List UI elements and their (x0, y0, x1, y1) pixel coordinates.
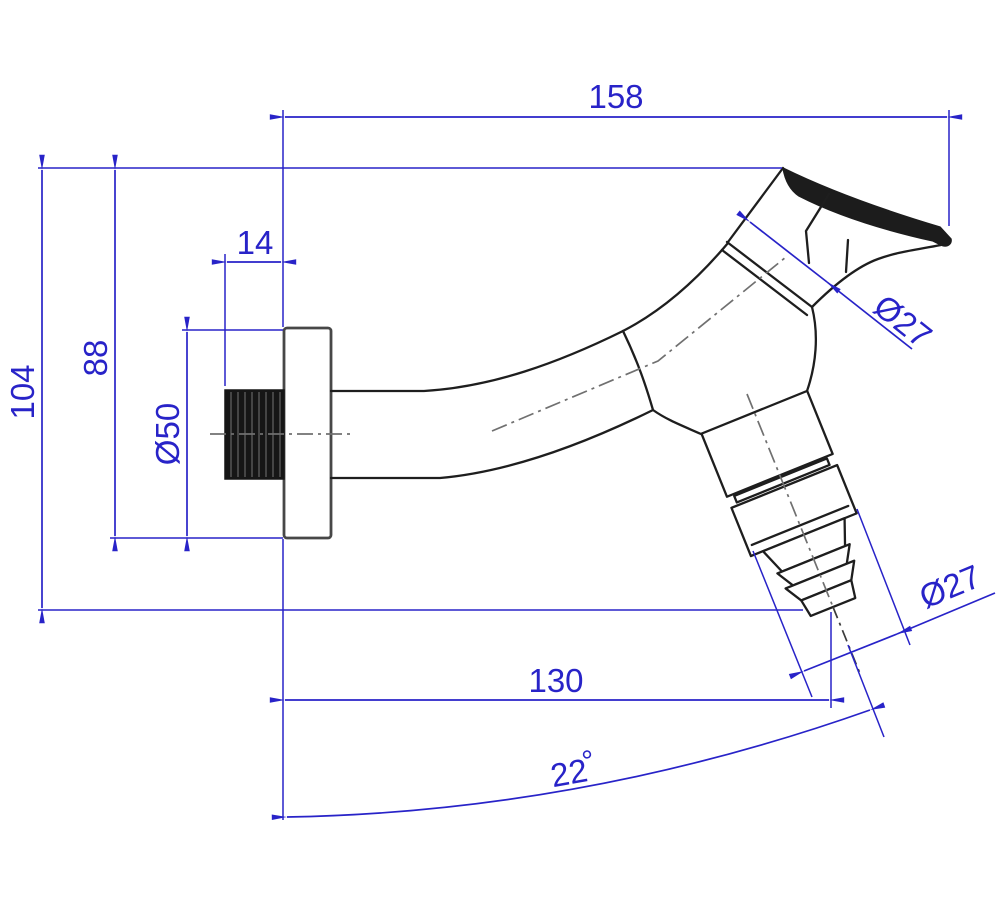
handle-lever (726, 166, 952, 309)
dimension-annotations: 158 104 88 Ø50 14 Ø27 Ø27 130 22 ° (4, 78, 996, 821)
handle-blade (782, 167, 952, 247)
dim-phi27-body-label: Ø27 (867, 287, 939, 355)
dim-phi27-body-tail (826, 281, 913, 350)
collar-chamfer-line (750, 504, 850, 547)
neck-collar-line-upper (725, 240, 814, 309)
neck-right-edge (805, 305, 818, 393)
tube-bottom-edge (329, 408, 655, 480)
faucet-body (210, 166, 952, 677)
dim-phi27-outlet-label: Ø27 (914, 557, 986, 615)
body-centerline (491, 256, 787, 432)
dim-104-label: 104 (4, 364, 41, 419)
neck-upper-edge (621, 241, 730, 333)
neck-collar-line-lower (720, 248, 809, 317)
dim-22deg-label: 22 (548, 751, 591, 794)
neck-under-curve (651, 408, 703, 436)
dim-14-label: 14 (237, 224, 274, 261)
barb-tip (800, 579, 857, 618)
dim-130-label: 130 (528, 662, 583, 699)
outlet-extension-line (856, 508, 911, 646)
dim-phi27-outlet-line (788, 625, 913, 680)
dim-phi50-label: Ø50 (149, 403, 186, 465)
tube-neck-junction-line (621, 329, 655, 412)
dim-22deg-arc (271, 702, 886, 821)
dim-phi27-body-line (736, 210, 841, 294)
angle-leg-line (847, 644, 885, 738)
outlet-centerline (746, 393, 834, 608)
tube-top-edge (329, 329, 625, 393)
dim-88-label: 88 (77, 340, 114, 377)
degree-symbol: ° (579, 744, 597, 779)
dim-158-label: 158 (588, 78, 643, 115)
wall-flange-outline (282, 326, 333, 540)
thread-ridges (230, 392, 281, 477)
dim-phi27-outlet-tail (896, 592, 996, 635)
handle-underside-edge (810, 243, 943, 309)
handle-base-edge (726, 166, 785, 244)
